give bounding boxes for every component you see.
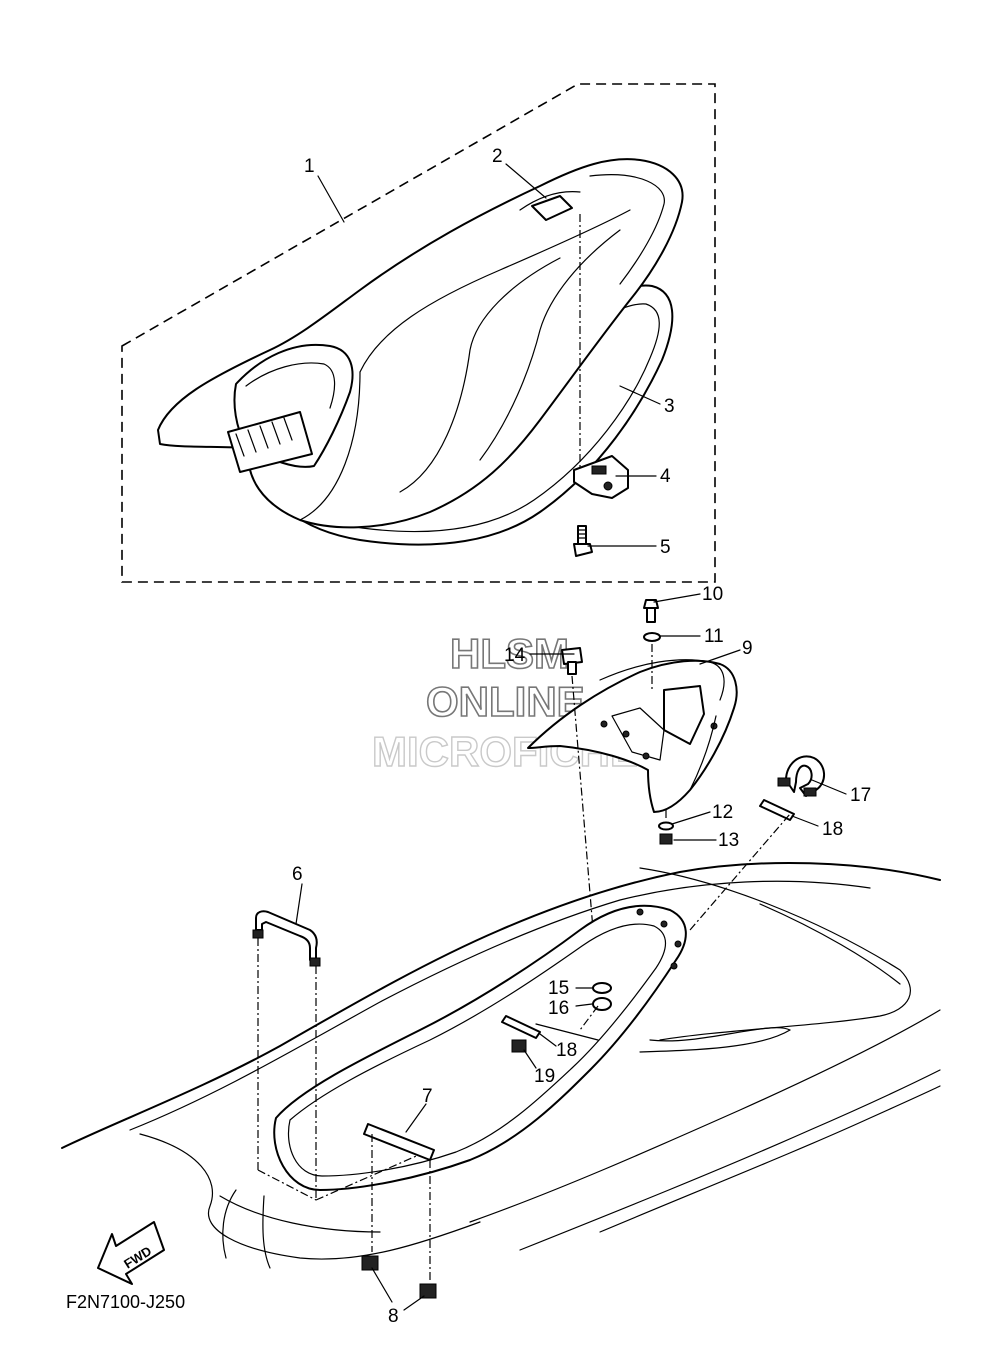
lower-center-lines <box>579 813 791 1031</box>
callout-15: 15 <box>548 978 569 999</box>
bolt-14 <box>561 647 583 675</box>
callout-13: 13 <box>718 830 739 851</box>
nut-8a <box>361 1255 379 1271</box>
watermark-line2: ONLINE <box>426 678 585 725</box>
fwd-arrow: FWD <box>97 1221 165 1285</box>
callout-9: 9 <box>742 638 753 659</box>
assembly-boundary <box>121 83 716 583</box>
callout-19: 19 <box>534 1066 555 1087</box>
callout-3: 3 <box>664 396 675 417</box>
callout-6: 6 <box>292 864 303 885</box>
washer-15 <box>592 982 612 994</box>
callout-17: 17 <box>850 785 871 806</box>
plate-18-lower <box>501 1015 541 1039</box>
callout-1: 1 <box>304 156 315 177</box>
callout-2: 2 <box>492 146 503 167</box>
callout-11: 11 <box>704 626 724 647</box>
hull-deck <box>61 861 941 1269</box>
rear-seat-cover <box>527 659 738 813</box>
nut-13 <box>659 833 673 845</box>
bolt-10 <box>643 599 659 623</box>
handle-center-lines <box>257 938 431 1201</box>
u-bolt-17 <box>777 755 825 797</box>
callout-14: 14 <box>504 645 526 666</box>
callout-4: 4 <box>660 466 671 487</box>
seat-cushion <box>157 158 684 529</box>
bolt-5 <box>573 525 593 557</box>
washer-12 <box>658 821 674 831</box>
callout-16: 16 <box>548 998 569 1019</box>
seat-lock-bracket <box>573 455 629 499</box>
seat-badge <box>531 195 573 221</box>
callout-10: 10 <box>702 584 723 605</box>
drawing-code: F2N7100-J250 <box>66 1292 185 1312</box>
callout-18-upper: 18 <box>822 819 843 840</box>
nut-8b <box>419 1283 437 1299</box>
plate-18-upper <box>759 799 795 821</box>
callout-18-lower: 18 <box>556 1040 577 1061</box>
callout-12: 12 <box>712 802 733 823</box>
washer-11 <box>643 632 661 642</box>
callout-7: 7 <box>422 1086 433 1107</box>
callout-numbers: 1 2 3 4 5 6 7 8 9 10 11 12 13 14 15 16 1… <box>292 146 871 1327</box>
plate-7-lines <box>371 1134 431 1280</box>
callout-5: 5 <box>660 537 671 558</box>
leader-lines <box>295 163 847 1311</box>
nut-19 <box>511 1039 527 1053</box>
handle-6 <box>252 910 321 967</box>
callout-8: 8 <box>388 1306 399 1327</box>
